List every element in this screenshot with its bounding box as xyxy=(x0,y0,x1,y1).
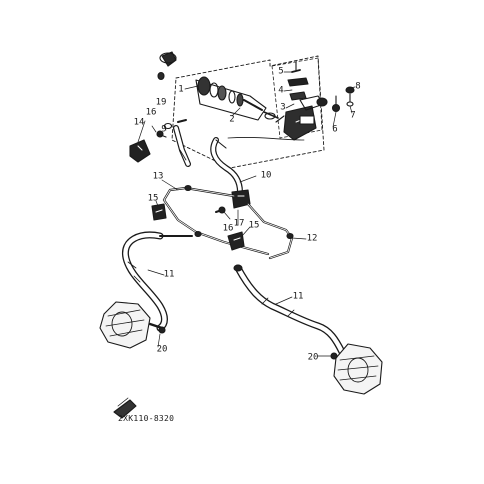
master-cylinder-body xyxy=(195,76,279,121)
leader-lines xyxy=(137,71,356,357)
reservoir-cap-stack xyxy=(287,61,328,111)
callout-19: 19 xyxy=(155,97,167,108)
callout-4: 4 xyxy=(278,85,284,96)
callout-1: 1 xyxy=(178,84,184,95)
callout-2: 2 xyxy=(229,114,235,125)
joint-block xyxy=(215,189,251,214)
brake-pipe-12 xyxy=(246,202,294,260)
upper-hose xyxy=(173,125,191,167)
callout-8: 8 xyxy=(355,81,361,92)
callout-16-lower: 16 xyxy=(222,223,234,234)
callout-17: 17 xyxy=(233,218,245,229)
callout-12: 12 xyxy=(306,233,318,244)
callout-7: 7 xyxy=(350,110,356,121)
callout-20-left: 20 xyxy=(156,344,168,355)
callout-15-left: 15 xyxy=(147,193,159,204)
master-cylinder-reservoir xyxy=(275,105,317,141)
callout-20-right: 20 xyxy=(307,352,319,363)
callout-14: 14 xyxy=(133,117,145,128)
callout-6: 6 xyxy=(332,124,338,135)
reservoir-parts-box xyxy=(271,57,323,139)
banjo-bolts-upper xyxy=(156,119,187,138)
bolts-right xyxy=(331,86,355,113)
part-code-label: 2XK110-8320 xyxy=(118,414,175,423)
hose-right xyxy=(233,264,346,356)
hose-10 xyxy=(210,137,305,195)
callout-5: 5 xyxy=(278,66,284,77)
reservoir-cap-part xyxy=(157,51,177,81)
callout-10: 10 xyxy=(260,170,272,181)
callout-3: 3 xyxy=(280,102,286,113)
callout-13: 13 xyxy=(152,171,164,182)
callout-11-left: 11 xyxy=(163,269,175,280)
callout-11-right: 11 xyxy=(292,291,304,302)
brake-switch-part xyxy=(129,139,151,163)
clip-brackets xyxy=(151,203,245,251)
reference-hand-icon xyxy=(113,397,137,419)
callout-16-upper: 16 xyxy=(145,107,157,118)
callout-9: 9 xyxy=(161,124,167,135)
hose-left xyxy=(122,231,193,332)
callout-15-right: 15 xyxy=(248,220,260,231)
brake-pipe-13 xyxy=(162,184,270,256)
left-brake-caliper xyxy=(99,301,166,349)
